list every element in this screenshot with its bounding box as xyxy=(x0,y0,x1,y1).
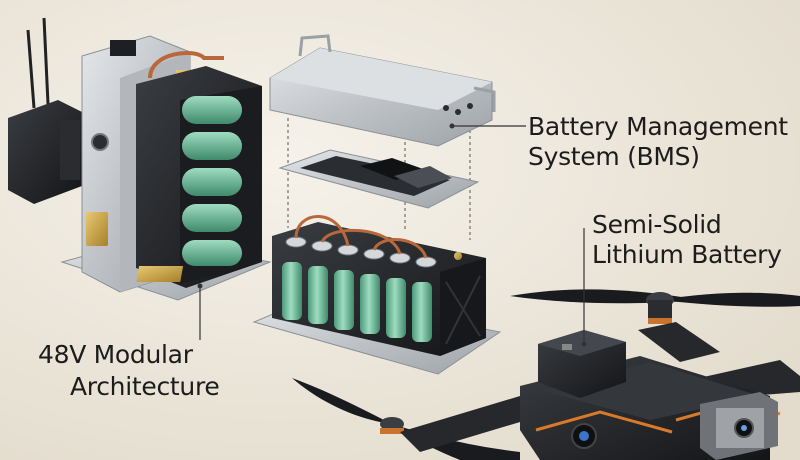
bms-lid-top xyxy=(270,48,492,110)
module-cell-5 xyxy=(182,240,242,266)
pack-cell-4 xyxy=(360,274,380,334)
camera-lens-icon xyxy=(741,425,747,431)
label-modular-line2: Architecture xyxy=(70,372,220,401)
antenna-icon xyxy=(26,29,36,109)
drone-motor-ring xyxy=(648,318,672,324)
copper-interconnect xyxy=(320,228,402,255)
pack-cell-6 xyxy=(412,282,432,342)
copper-bus-wire xyxy=(148,50,224,79)
drone-motor xyxy=(380,417,404,431)
label-bms-line1: Battery Management xyxy=(528,112,788,141)
drone-propeller-icon xyxy=(292,378,392,424)
camera-lens-icon xyxy=(579,431,589,441)
bms-leader-dot xyxy=(449,123,455,129)
lid-handle-right xyxy=(473,86,496,112)
pack-cell-3 xyxy=(334,270,354,330)
brass-terminal-block xyxy=(86,212,108,246)
control-box-fins xyxy=(60,120,80,180)
bms-heatsink xyxy=(394,166,452,188)
modular-leader-dot xyxy=(197,283,203,289)
module-cell-4 xyxy=(182,204,242,232)
module-cell-2 xyxy=(182,132,242,160)
drone-propeller-icon xyxy=(660,292,800,307)
frame-top-connector xyxy=(110,40,136,56)
drone-arm xyxy=(638,322,720,362)
label-cells-line2: Lithium Battery xyxy=(592,240,782,269)
label-bms-line2: System (BMS) xyxy=(528,142,700,171)
lid-screw xyxy=(443,105,449,111)
lid-handle-left xyxy=(298,34,332,57)
power-button-icon xyxy=(91,133,109,151)
pack-cell-5 xyxy=(386,278,406,338)
drone-motor-ring xyxy=(380,428,404,434)
pack-terminal xyxy=(454,252,462,260)
module-cell-3 xyxy=(182,168,242,196)
cell-top xyxy=(285,236,307,248)
drone-battery-indicator xyxy=(562,344,572,350)
cell-top xyxy=(389,252,411,264)
cell-top xyxy=(311,240,333,252)
label-modular-line1: 48V Modular xyxy=(38,340,193,369)
modular-battery-module xyxy=(8,17,272,301)
drone-orange-accent xyxy=(535,410,673,434)
pack-cell-2 xyxy=(308,266,328,324)
exploded-bms-stack xyxy=(252,34,502,375)
lid-screw xyxy=(467,103,473,109)
pack-cell-1 xyxy=(282,262,302,320)
copper-interconnect xyxy=(372,238,428,259)
cell-top xyxy=(415,256,437,268)
cell-top xyxy=(337,244,359,256)
bms-circuit-board xyxy=(300,156,450,196)
module-cell-1 xyxy=(182,96,242,124)
label-cells-line1: Semi-Solid xyxy=(592,210,722,239)
drone xyxy=(292,289,800,460)
antenna-icon xyxy=(42,17,50,105)
cell-top xyxy=(363,248,385,260)
cells-leader-dot xyxy=(581,341,587,347)
pack-x-mark xyxy=(445,275,481,345)
drone-propeller-icon xyxy=(392,424,520,460)
copper-interconnect xyxy=(294,215,350,247)
lid-screw xyxy=(455,109,461,115)
bottom-brass-connector xyxy=(136,266,184,282)
